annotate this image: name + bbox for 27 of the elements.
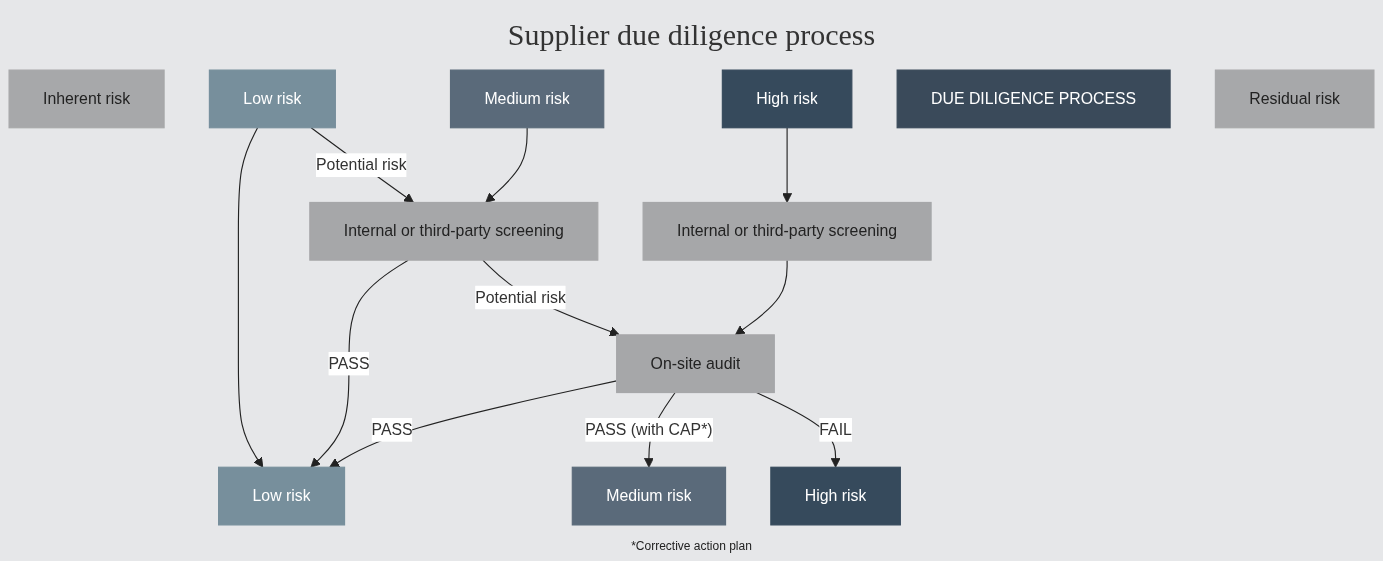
node-box — [309, 201, 599, 261]
node-box — [721, 69, 853, 129]
arrow — [310, 127, 414, 203]
arrow — [782, 127, 793, 203]
node-box — [208, 69, 336, 129]
edge-label: FAIL — [819, 420, 852, 439]
node-box — [896, 69, 1171, 129]
flowchart-drawing: Potential risk PASS Potential risk PASS PASS (with CAP*) FAIL Inherent risk Low risk Medium risk High risk DUE DILIGENCE PROCESS Internal or third-party screening Internal or third-party screening On-site audit Residual risk Low risk Medium risk High risk — [0, 58, 1383, 537]
edge-label: PASS — [371, 420, 413, 439]
node-box — [218, 466, 346, 526]
arrow — [237, 127, 264, 468]
node-box — [1214, 69, 1375, 129]
edge-label: Potential risk — [316, 155, 407, 174]
edge-label: Potential risk — [475, 287, 566, 306]
node-box — [616, 334, 775, 394]
arrow — [485, 127, 528, 203]
node-box — [770, 466, 901, 526]
arrow — [734, 259, 788, 336]
footnote: *Corrective action plan — [631, 539, 752, 553]
node-box — [8, 69, 165, 129]
edge-label: PASS (with CAP*) — [585, 420, 713, 439]
edge-label: PASS — [328, 354, 370, 373]
diagram-title: Supplier due diligence process — [507, 18, 876, 52]
node-box — [642, 201, 932, 261]
arrow — [310, 259, 409, 468]
node-box — [449, 69, 605, 129]
node-box — [571, 466, 727, 526]
